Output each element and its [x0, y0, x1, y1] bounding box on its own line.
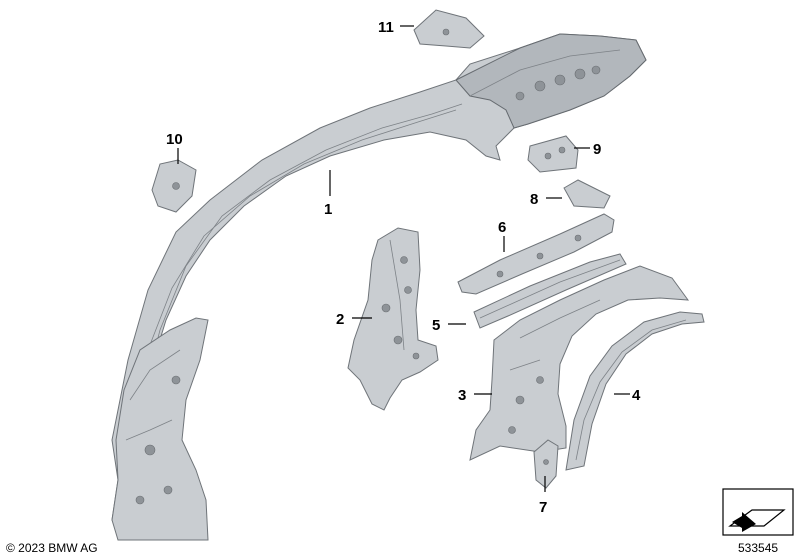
part-6-bracket-rail[interactable]: [457, 213, 615, 295]
callout-1: 1: [324, 201, 332, 218]
view-orientation-icon: [722, 488, 794, 536]
callout-4: 4: [632, 387, 641, 404]
callout-7: 7: [539, 499, 547, 516]
callout-6: 6: [498, 219, 506, 236]
callout-3: 3: [458, 387, 466, 404]
part-7-small-bracket[interactable]: [533, 439, 559, 489]
diagram-number: 533545: [738, 541, 779, 555]
callout-5: 5: [432, 317, 440, 334]
callout-10: 10: [166, 131, 183, 148]
callout-9: 9: [593, 141, 601, 158]
part-9-plate[interactable]: [527, 135, 579, 173]
part-2-pillar-reinforcement[interactable]: [347, 227, 439, 411]
part-4-wheel-arch-strip[interactable]: [565, 311, 705, 471]
callout-11: 11: [378, 19, 394, 36]
part-11-top-bracket[interactable]: [413, 9, 485, 49]
callout-8: 8: [530, 191, 538, 208]
part-8-gusset[interactable]: [563, 179, 611, 209]
callout-2: 2: [336, 311, 344, 328]
copyright-text: © 2023 BMW AG: [6, 541, 98, 555]
part-1-side-frame[interactable]: [111, 33, 647, 541]
part-3-wheel-arch-inner[interactable]: [469, 265, 690, 461]
part-10-bracket[interactable]: [151, 159, 197, 213]
part-5-rail[interactable]: [473, 253, 627, 329]
